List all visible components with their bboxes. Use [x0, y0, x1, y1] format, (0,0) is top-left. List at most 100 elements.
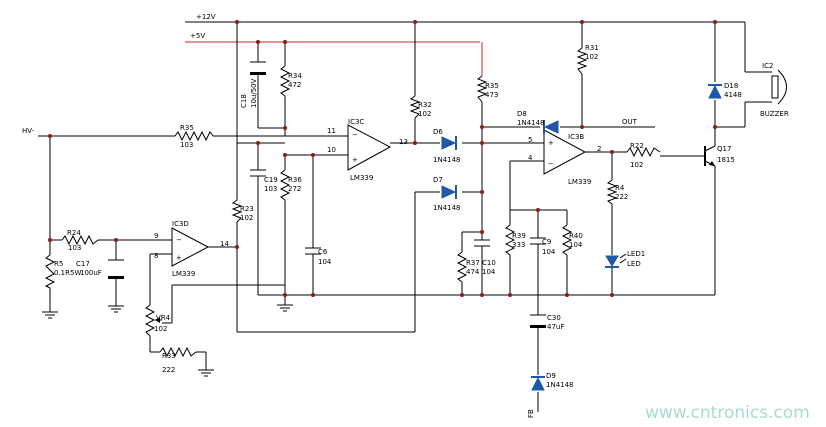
transistor-q17	[704, 145, 716, 167]
r4-ref: R4	[615, 184, 625, 192]
resistor-r39	[504, 224, 516, 256]
c18-ref: C18	[240, 94, 248, 108]
r35-ref: R35	[180, 124, 194, 132]
hv-input-label: HV-	[22, 127, 35, 135]
ic3c-pin-10: 10	[327, 146, 336, 154]
ic3d-pin-14: 14	[220, 240, 229, 248]
wires	[38, 22, 772, 412]
r32-val: 102	[418, 110, 431, 118]
rail-5v-label: +5V	[190, 32, 205, 40]
opamp-ic3c: − +	[330, 124, 392, 171]
r39-val: 333	[512, 241, 525, 249]
c18-val: 10u/50V	[250, 78, 258, 108]
ic2-part: BUZZER	[760, 110, 789, 118]
d18-ref: D18	[724, 82, 738, 90]
ic3b-part: LM339	[568, 178, 591, 186]
diode-d9	[531, 376, 545, 391]
d9-ref: D9	[546, 372, 556, 380]
resistor-r35	[174, 130, 214, 142]
r35b-val: 473	[485, 91, 498, 99]
opamp-ic3b: + −	[530, 129, 587, 175]
r23-val: 102	[240, 214, 253, 222]
resistor-r40	[561, 224, 573, 256]
resistor-r36	[279, 169, 291, 201]
ic3c-pin-11: 11	[327, 127, 336, 135]
ic3b-pin-2: 2	[597, 145, 601, 153]
c6-val: 104	[318, 258, 332, 266]
resistor-r23	[231, 199, 243, 223]
c19-ref: C19	[264, 176, 278, 184]
d8-ref: D8	[517, 110, 527, 118]
ic3d-part: LM339	[172, 270, 195, 278]
resistor-r33	[159, 346, 197, 358]
ic3b-pin-4: 4	[528, 154, 533, 162]
resistor-r31	[576, 47, 588, 75]
svg-text:+: +	[176, 254, 182, 262]
svg-text:−: −	[352, 131, 358, 139]
ic3d-pin-9: 9	[154, 232, 158, 240]
c19-val: 103	[264, 185, 277, 193]
d6-val: 1N4148	[433, 156, 461, 164]
r35b-ref: R35	[485, 82, 499, 90]
r5-ref: R5	[54, 260, 63, 268]
diode-d6	[441, 136, 457, 150]
c30-val: 47uF	[547, 323, 564, 331]
resistor-r32	[409, 95, 421, 119]
d6-ref: D6	[433, 128, 443, 136]
r22-ref: R22	[630, 142, 644, 150]
led-led1	[605, 253, 627, 268]
r33-val: 222	[162, 366, 175, 374]
d7-val: 1N4148	[433, 204, 461, 212]
rail-12v-label: +12V	[196, 13, 216, 21]
r31-val: 102	[585, 53, 598, 61]
resistor-r35b	[476, 75, 488, 103]
out-label: OUT	[622, 118, 638, 126]
r31-ref: R31	[585, 44, 599, 52]
r39-ref: R39	[512, 232, 526, 240]
svg-text:−: −	[176, 236, 182, 244]
r24-val: 103	[68, 244, 81, 252]
ic3c-part: LM339	[350, 174, 373, 182]
capacitor-c18	[250, 61, 266, 80]
led1-val: LED	[627, 260, 641, 268]
diode-d7	[441, 185, 457, 199]
r23-ref: R23	[240, 205, 254, 213]
diode-d18	[708, 84, 722, 99]
led1-ref: LED1	[627, 250, 645, 258]
capacitor-c17	[108, 259, 124, 282]
rail-12v	[185, 21, 772, 73]
r37-ref: R37	[466, 259, 480, 267]
capacitor-c6	[305, 247, 321, 262]
vr4-val: 102	[154, 325, 167, 333]
svg-text:−: −	[548, 160, 554, 168]
r4-val: 222	[615, 193, 628, 201]
fb-label: FB	[527, 409, 535, 418]
d18-val: 4148	[724, 91, 742, 99]
capacitor-c10	[474, 239, 490, 260]
ic3b-name: IC3B	[568, 133, 584, 141]
resistor-r24	[61, 234, 99, 246]
r37-val: 474	[466, 268, 480, 276]
capacitor-c19	[250, 169, 266, 190]
ic3b-pin-5: 5	[528, 136, 532, 144]
r5-val: 0.1R5W	[54, 269, 81, 277]
potentiometer-vr4	[144, 304, 162, 337]
c9-ref: C9	[542, 238, 551, 246]
d8-val: 1N4148	[517, 119, 545, 127]
resistor-r22	[626, 146, 661, 158]
capacitor-c30	[530, 314, 546, 332]
capacitor-c9	[530, 237, 546, 250]
ground-symbols	[42, 304, 293, 377]
r34-ref: R34	[288, 72, 302, 80]
q17-val: 1815	[717, 156, 735, 164]
vr4-ref: VR4	[156, 314, 171, 322]
r36-val: 272	[288, 185, 301, 193]
resistor-r5	[44, 254, 56, 289]
c17-ref: C17	[76, 260, 90, 268]
c17-val: 100uF	[80, 269, 102, 277]
svg-text:+: +	[352, 156, 358, 164]
ic3c-name: IC3C	[348, 118, 364, 126]
r24-ref: R24	[67, 229, 81, 237]
